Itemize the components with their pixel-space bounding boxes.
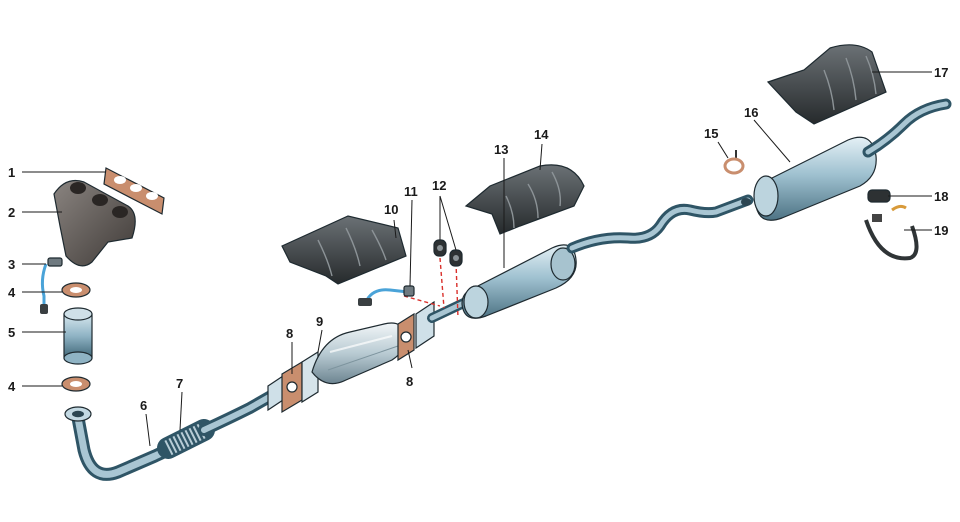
callout-4-top: 4 xyxy=(8,285,16,300)
callout-4-bottom: 4 xyxy=(8,379,16,394)
callout-17: 17 xyxy=(934,65,948,80)
rubber-hangers xyxy=(433,239,463,267)
hanger-18 xyxy=(867,189,907,212)
callout-2: 2 xyxy=(8,205,15,220)
callout-6: 6 xyxy=(140,398,147,413)
callout-8-right: 8 xyxy=(406,374,413,389)
intermediate-pipe xyxy=(198,386,284,436)
alignment-lines xyxy=(403,257,459,319)
main-muffler xyxy=(741,98,952,221)
callout-18: 18 xyxy=(934,189,948,204)
callout-10: 10 xyxy=(384,202,398,217)
callout-14: 14 xyxy=(534,127,549,142)
callout-9: 9 xyxy=(316,314,323,329)
leader-lines xyxy=(22,71,932,447)
oxygen-sensor-front xyxy=(40,257,63,314)
gasket-left xyxy=(267,350,319,414)
strap-19 xyxy=(864,214,919,261)
manifold-gasket xyxy=(103,167,165,215)
callout-7: 7 xyxy=(176,376,183,391)
gasket-right xyxy=(397,295,475,362)
callout-19: 19 xyxy=(934,223,948,238)
callout-8-left: 8 xyxy=(286,326,293,341)
down-pipe xyxy=(63,307,93,365)
heat-shield-10 xyxy=(281,215,407,285)
callout-13: 13 xyxy=(494,142,508,157)
heat-shield-17 xyxy=(766,44,887,125)
catalytic-converter xyxy=(311,322,407,385)
gasket-4-bottom xyxy=(61,376,91,392)
callout-labels: 1 2 3 4 5 4 6 7 8 9 8 10 11 12 13 14 15 … xyxy=(8,65,948,413)
clamp-15 xyxy=(723,150,745,175)
callout-11: 11 xyxy=(404,184,418,199)
auxiliary-muffler xyxy=(461,244,577,319)
rear-pipe xyxy=(566,194,754,254)
callout-5: 5 xyxy=(8,325,15,340)
gasket-4-top xyxy=(61,282,91,298)
oxygen-sensor xyxy=(358,285,415,306)
flexible-joint xyxy=(157,419,215,459)
callout-15: 15 xyxy=(704,126,718,141)
callout-1: 1 xyxy=(8,165,15,180)
callout-3: 3 xyxy=(8,257,15,272)
exhaust-manifold xyxy=(53,179,136,267)
callout-16: 16 xyxy=(744,105,758,120)
callout-12: 12 xyxy=(432,178,446,193)
heat-shield-14 xyxy=(464,164,585,235)
